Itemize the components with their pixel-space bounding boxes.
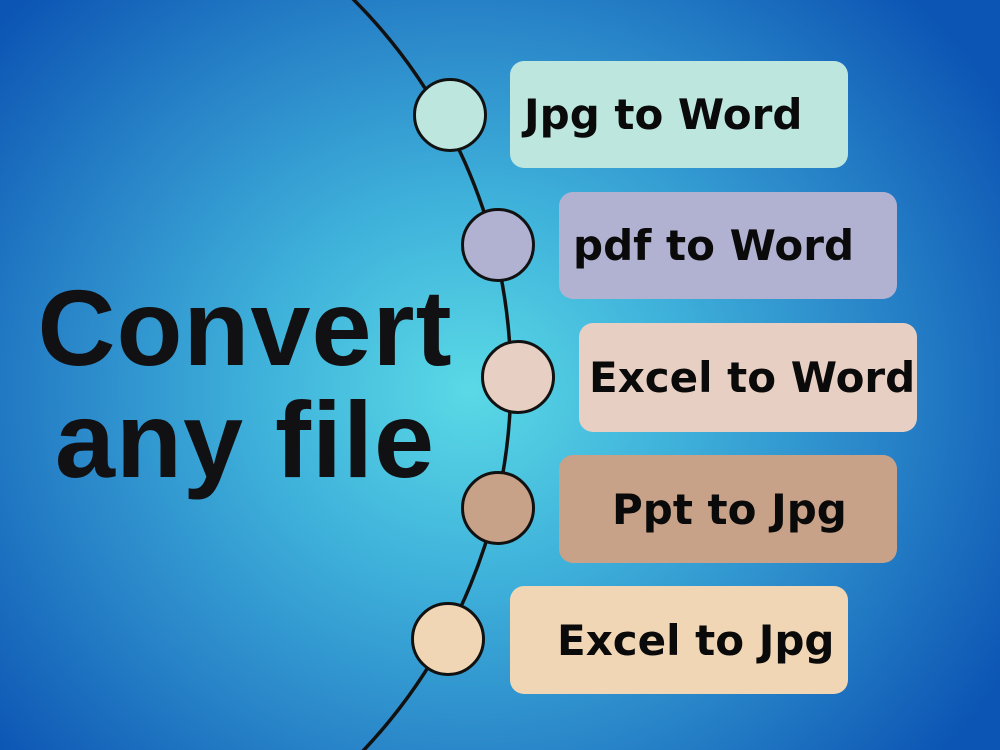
headline: Convert any file bbox=[30, 272, 460, 496]
option-pdf-to-word[interactable]: pdf to Word bbox=[559, 192, 897, 299]
circle-node-icon bbox=[411, 602, 485, 676]
headline-line-1: Convert bbox=[37, 267, 453, 388]
option-ppt-to-jpg[interactable]: Ppt to Jpg bbox=[559, 455, 897, 563]
option-excel-to-word[interactable]: Excel to Word bbox=[579, 323, 917, 432]
circle-node-icon bbox=[461, 471, 535, 545]
circle-node-icon bbox=[481, 340, 555, 414]
option-label: Excel to Word bbox=[589, 353, 916, 402]
option-label: Jpg to Word bbox=[524, 90, 803, 139]
circle-node-icon bbox=[461, 208, 535, 282]
option-label: Ppt to Jpg bbox=[612, 484, 847, 534]
option-jpg-to-word[interactable]: Jpg to Word bbox=[510, 61, 848, 168]
option-excel-to-jpg[interactable]: Excel to Jpg bbox=[510, 586, 848, 694]
circle-node-icon bbox=[413, 78, 487, 152]
option-label: pdf to Word bbox=[573, 221, 855, 270]
headline-line-2: any file bbox=[54, 379, 436, 500]
option-label: Excel to Jpg bbox=[557, 615, 835, 665]
